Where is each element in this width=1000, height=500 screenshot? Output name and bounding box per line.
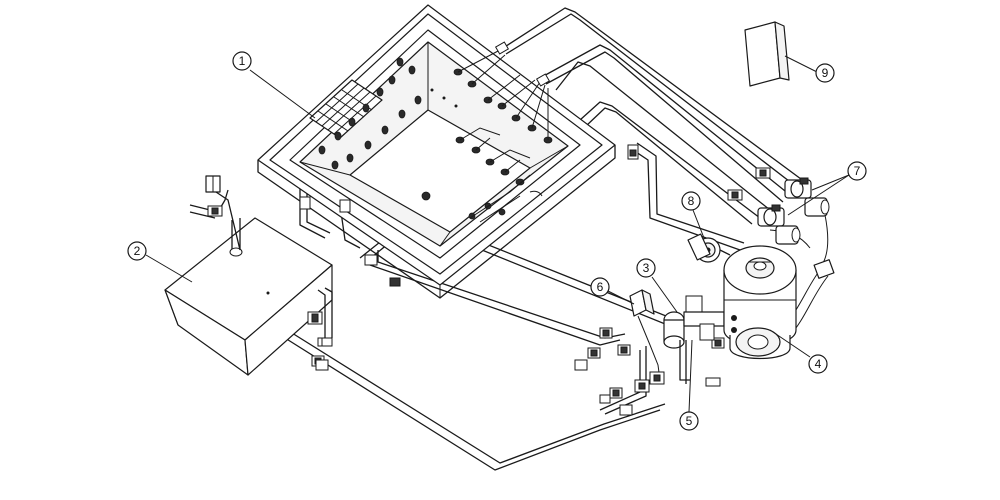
callout-7: 7: [787, 161, 867, 216]
callout-5: 5: [679, 339, 699, 431]
jet-pumps: [757, 177, 835, 279]
svg-text:2: 2: [134, 244, 141, 258]
svg-text:3: 3: [643, 261, 650, 275]
circulation-pump: [687, 233, 731, 263]
heater-assembly: [634, 295, 725, 393]
callout-4: 4: [769, 329, 828, 374]
inline-fittings: [299, 144, 771, 416]
callout-8: 8: [681, 191, 705, 239]
callout-6: 6: [590, 277, 635, 305]
jet-pump-lower: [757, 204, 801, 245]
svg-text:4: 4: [815, 357, 822, 371]
skimmer-grille: [309, 79, 383, 139]
svg-text:6: 6: [597, 280, 604, 294]
svg-text:9: 9: [822, 66, 829, 80]
callout-1: 1: [232, 51, 316, 119]
control-box: [629, 289, 661, 381]
svg-text:5: 5: [686, 414, 693, 428]
control-panel: [744, 21, 790, 87]
jet-manifold: [421, 41, 553, 223]
callout-9: 9: [784, 55, 835, 83]
svg-text:1: 1: [239, 54, 246, 68]
svg-text:8: 8: [688, 194, 695, 208]
sand-filter: [723, 245, 797, 360]
callout-2: 2: [127, 241, 193, 283]
jet-pump-upper: [784, 177, 830, 217]
callout-3: 3: [636, 258, 678, 313]
spa-tub: [257, 4, 616, 299]
callouts: 1 2 3 4 5 6 7: [127, 51, 867, 431]
wall-jets: [318, 57, 458, 170]
balance-tank: [164, 175, 333, 376]
svg-text:7: 7: [854, 164, 861, 178]
